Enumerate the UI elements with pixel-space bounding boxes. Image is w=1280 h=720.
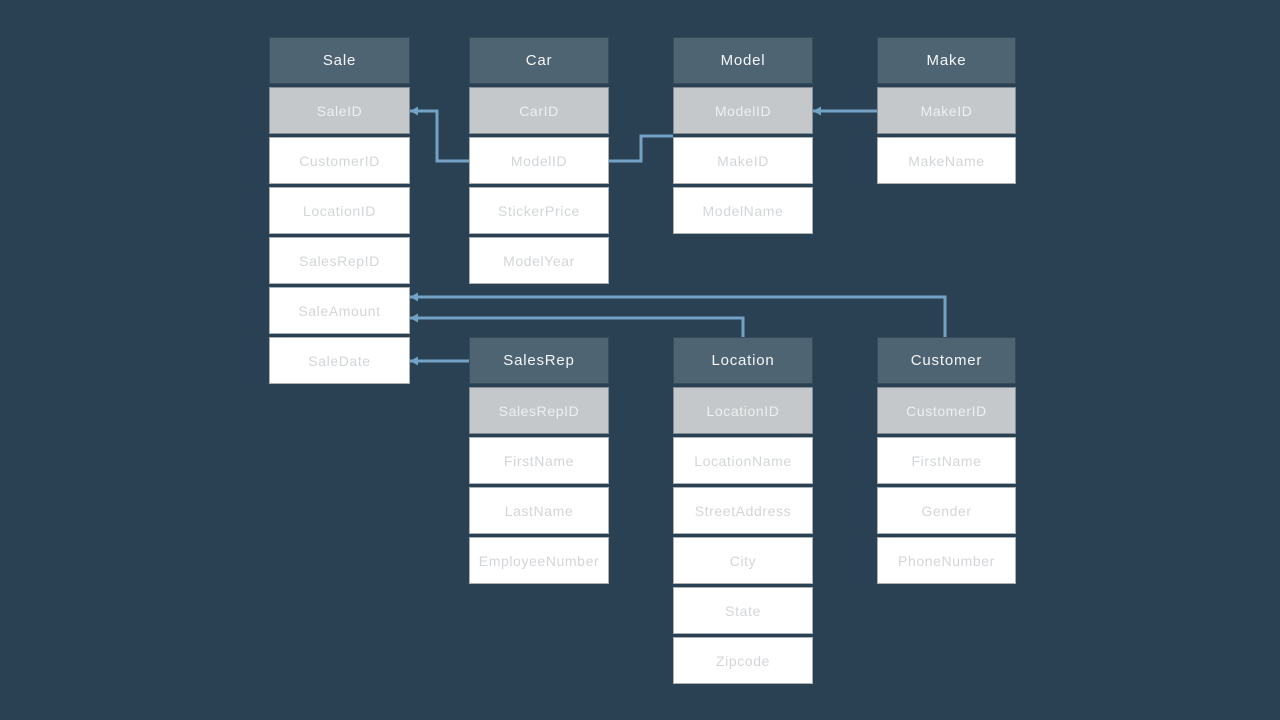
field-row: ModelName — [673, 187, 813, 234]
field-row: FirstName — [877, 437, 1016, 484]
table-title: Make — [877, 37, 1016, 84]
primary-key-row: MakeID — [877, 87, 1016, 134]
table-title: Location — [673, 337, 813, 384]
primary-key-row: SalesRepID — [469, 387, 609, 434]
field-row: ModelYear — [469, 237, 609, 284]
field-row: SalesRepID — [269, 237, 410, 284]
primary-key-row: CustomerID — [877, 387, 1016, 434]
relationship-connector — [410, 316, 745, 341]
relationship-connector — [410, 109, 469, 163]
field-row: City — [673, 537, 813, 584]
field-row: Zipcode — [673, 637, 813, 684]
field-row: SaleDate — [269, 337, 410, 384]
field-row: EmployeeNumber — [469, 537, 609, 584]
connector-arrowhead-icon — [410, 356, 418, 366]
field-row: FirstName — [469, 437, 609, 484]
table-title: SalesRep — [469, 337, 609, 384]
field-row: Gender — [877, 487, 1016, 534]
connector-arrowhead-icon — [813, 106, 821, 116]
table-title: Car — [469, 37, 609, 84]
field-row: CustomerID — [269, 137, 410, 184]
connector-arrowhead-icon — [410, 313, 418, 323]
field-row: MakeName — [877, 137, 1016, 184]
field-row: SaleAmount — [269, 287, 410, 334]
field-row: ModelID — [469, 137, 609, 184]
connector-arrowhead-icon — [410, 292, 418, 302]
table-title: Sale — [269, 37, 410, 84]
relationship-connector — [609, 134, 673, 163]
field-row: MakeID — [673, 137, 813, 184]
field-row: StreetAddress — [673, 487, 813, 534]
field-row: LocationName — [673, 437, 813, 484]
relationship-connector — [410, 295, 947, 341]
field-row: State — [673, 587, 813, 634]
primary-key-row: CarID — [469, 87, 609, 134]
field-row: StickerPrice — [469, 187, 609, 234]
connector-arrowhead-icon — [410, 106, 418, 116]
table-title: Customer — [877, 337, 1016, 384]
primary-key-row: ModelID — [673, 87, 813, 134]
field-row: LocationID — [269, 187, 410, 234]
field-row: LastName — [469, 487, 609, 534]
primary-key-row: SaleID — [269, 87, 410, 134]
primary-key-row: LocationID — [673, 387, 813, 434]
table-title: Model — [673, 37, 813, 84]
field-row: PhoneNumber — [877, 537, 1016, 584]
